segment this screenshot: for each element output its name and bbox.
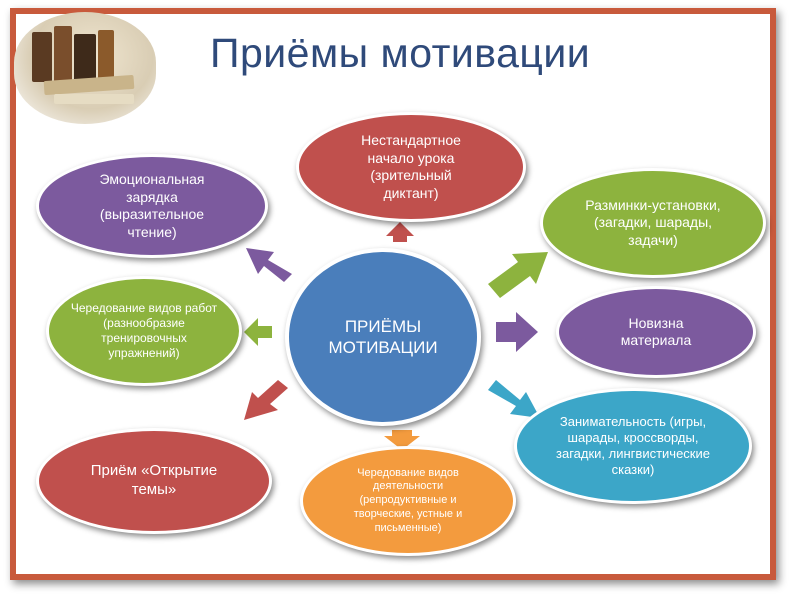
center-node: ПРИЁМЫ МОТИВАЦИИ: [285, 248, 481, 426]
node-emotional-charge: Эмоциональная зарядка (выразительное чте…: [36, 154, 268, 258]
node-activity-alternation: Чередование видов деятельности (репродук…: [300, 446, 516, 556]
arrow-to-work-alternation: [244, 318, 272, 346]
books-illustration: [14, 12, 156, 124]
node-nonstandard-start: Нестандартное начало урока (зрительный д…: [296, 112, 526, 222]
arrow-to-warmups: [488, 252, 548, 298]
slide-title: Приёмы мотивации: [210, 30, 591, 76]
node-novelty: Новизна материала: [556, 286, 756, 378]
node-topic-discovery: Приём «Открытие темы»: [36, 428, 272, 534]
arrow-to-emotional-charge: [246, 248, 292, 282]
arrow-to-topic-discovery: [244, 380, 288, 420]
arrow-to-activity-alternation: [384, 430, 420, 450]
node-entertainment: Занимательность (игры, шарады, кроссворд…: [514, 388, 752, 504]
node-work-alternation: Чередование видов работ (разнообразие тр…: [46, 276, 242, 386]
node-warmups: Разминки-установки, (загадки, шарады, за…: [540, 168, 766, 278]
arrow-to-nonstandard-start: [386, 222, 414, 242]
arrow-to-entertainment: [488, 380, 540, 418]
arrow-to-novelty: [496, 312, 538, 352]
